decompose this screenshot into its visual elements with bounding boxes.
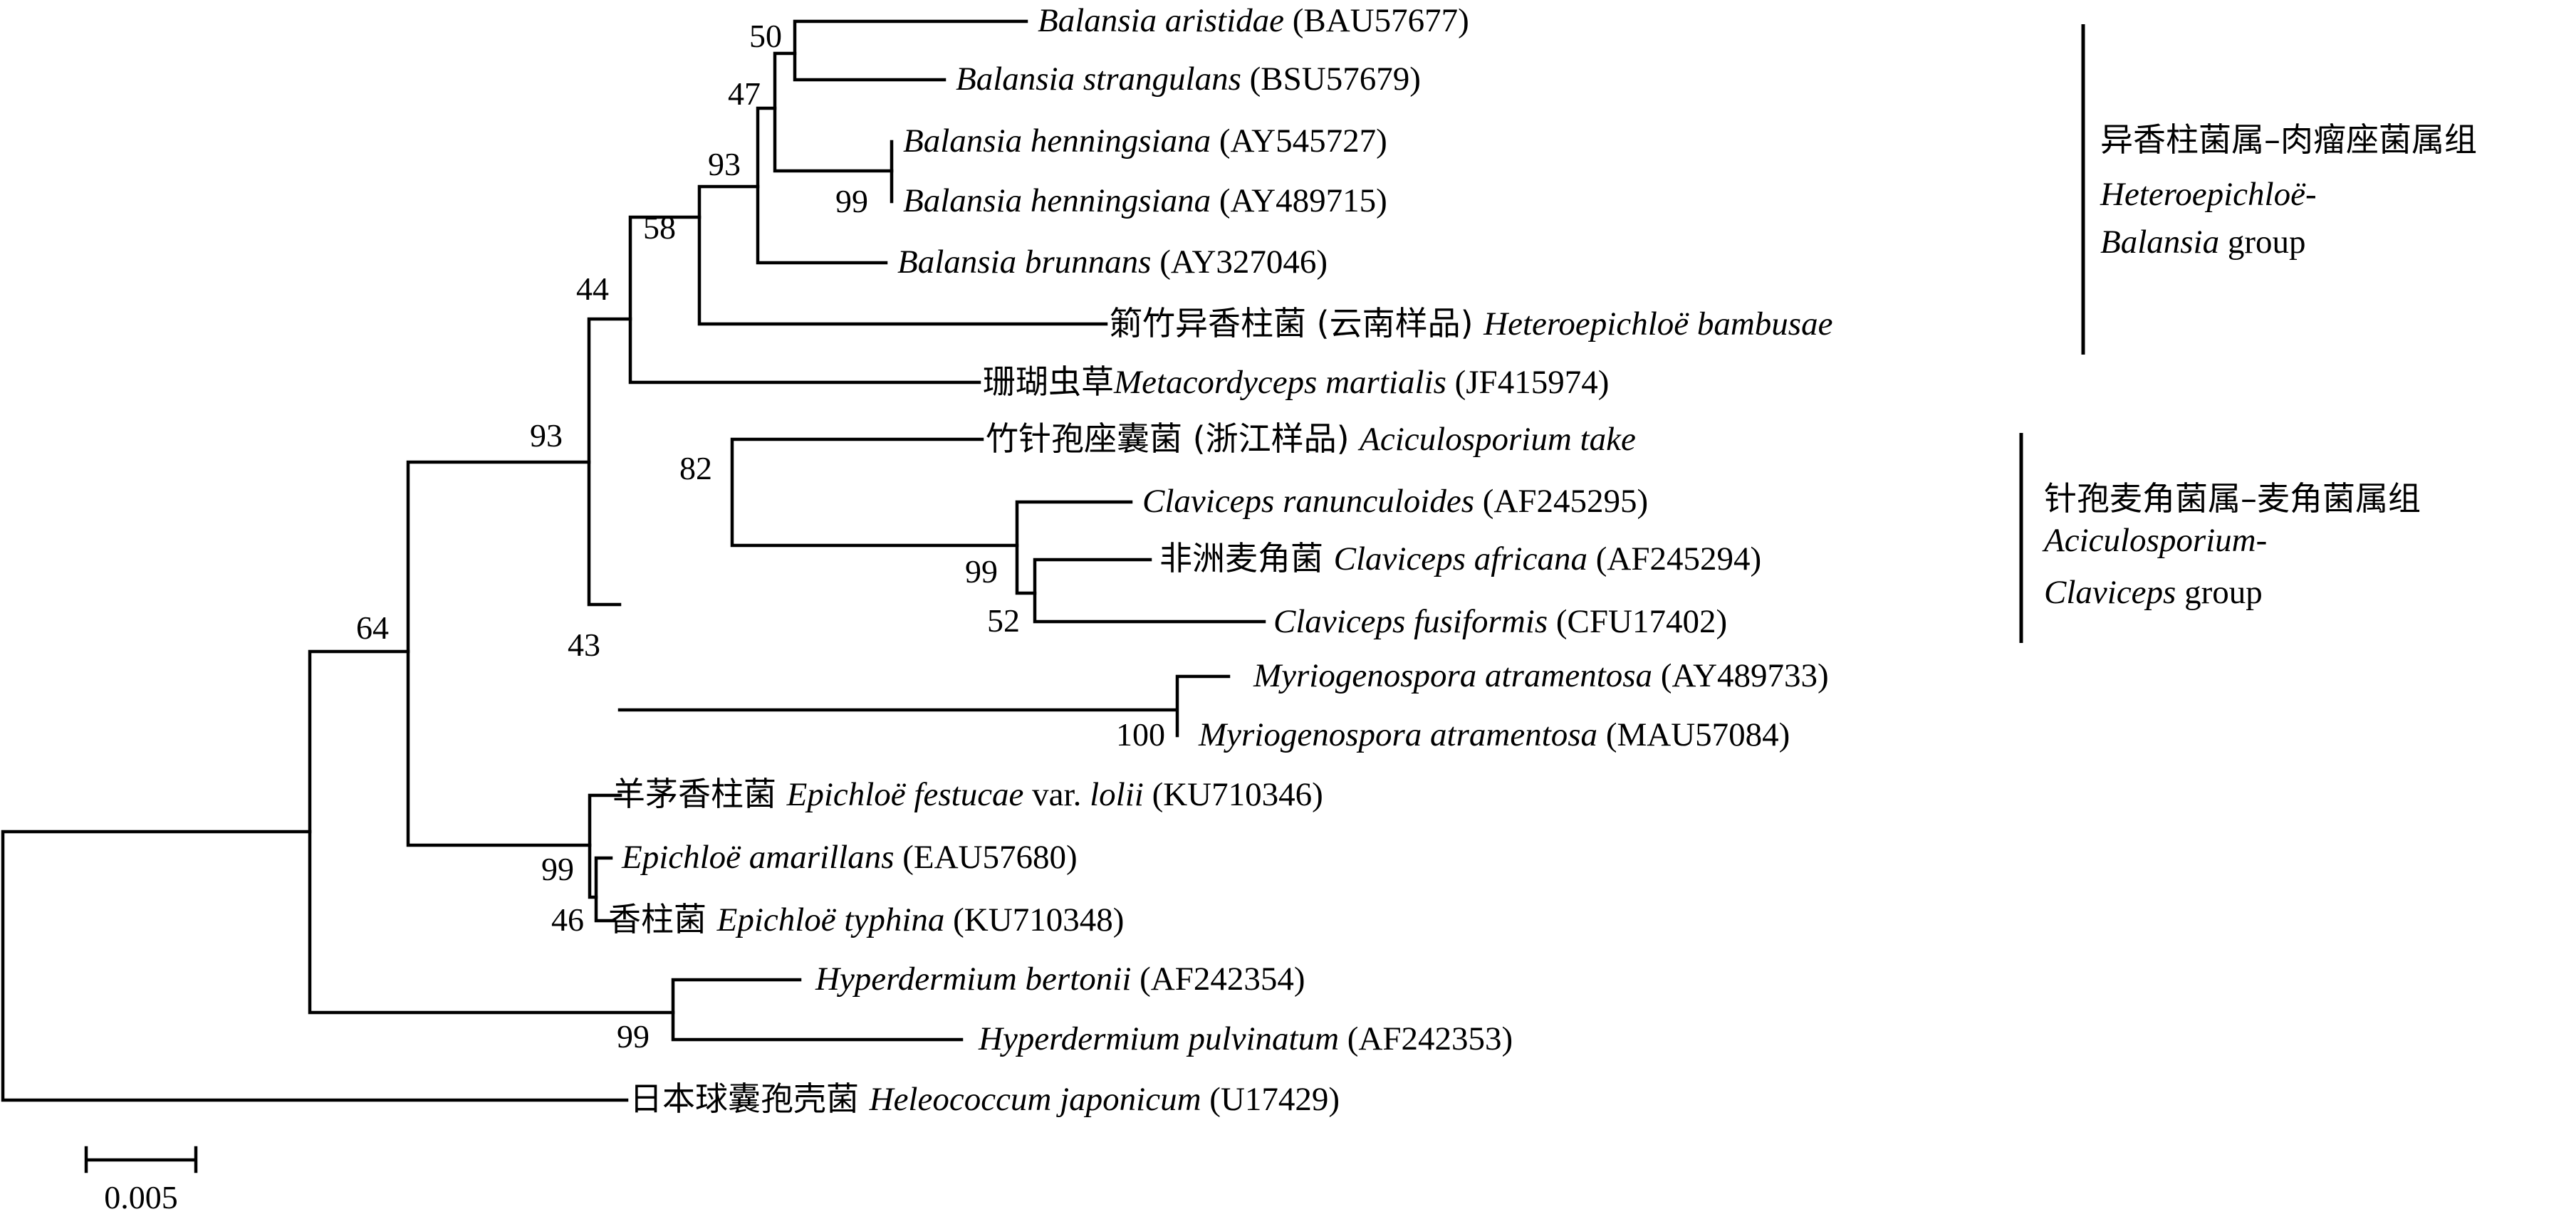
bootstrap-value: 50 — [749, 18, 782, 54]
group-label-cn: 针孢麦角菌属–麦角菌属组 — [2044, 479, 2421, 518]
branch-root — [1, 830, 629, 1102]
branch-node-99-hyperdermium — [671, 978, 964, 1042]
taxon-label: 珊瑚虫草Metacordyceps martialis (JF415974) — [983, 362, 1609, 401]
branch-node-43 — [587, 317, 632, 607]
bootstrap-value: 93 — [708, 146, 741, 182]
taxon-label: Epichloë amarillans (EAU57680) — [621, 839, 1078, 876]
taxon-label: 羊茅香柱菌 Epichloë festucae var. lolii (KU71… — [612, 775, 1323, 813]
scale-bar: 0.005 — [84, 1146, 198, 1215]
taxon-label: Balansia strangulans (BSU57679) — [956, 61, 1421, 98]
group-label-sci: Balansia group — [2100, 224, 2306, 261]
group-label-sci: Heteroepichloë- — [2100, 176, 2317, 213]
branch-node-93-inner — [756, 106, 888, 265]
bootstrap-value: 99 — [541, 851, 574, 887]
taxon-label: Myriogenospora atramentosa (AY489733) — [1253, 657, 1829, 694]
group-label-cn: 异香柱菌属–肉瘤座菌属组 — [2100, 120, 2477, 159]
bootstrap-value: 52 — [987, 602, 1020, 639]
taxon-label: Claviceps ranunculoides (AF245295) — [1142, 483, 1648, 520]
bootstrap-value: 64 — [356, 610, 389, 646]
taxon-label: Balansia brunnans (AY327046) — [897, 244, 1328, 281]
branch-node-52 — [1033, 558, 1266, 624]
bootstrap-value: 99 — [835, 183, 868, 219]
taxon-label: Claviceps fusiformis (CFU17402) — [1273, 603, 1727, 640]
branch-node-50 — [793, 19, 1028, 82]
bootstrap-value: 58 — [643, 209, 676, 246]
taxon-label: 非洲麦角菌 Claviceps africana (AF245294) — [1159, 539, 1761, 577]
taxon-label: Balansia henningsiana (AY545727) — [903, 122, 1387, 159]
bootstrap-value: 46 — [551, 901, 584, 938]
taxon-labels: Balansia aristidae (BAU57677) Balansia s… — [608, 2, 1832, 1118]
bootstrap-value: 99 — [617, 1018, 650, 1055]
taxon-label: Myriogenospora atramentosa (MAU57084) — [1198, 716, 1790, 753]
group-hetero-balansia: 异香柱菌属–肉瘤座菌属组 Heteroepichloë- Balansia gr… — [2081, 24, 2477, 355]
bootstrap-value: 93 — [530, 417, 563, 454]
taxon-label: Balansia henningsiana (AY489715) — [903, 182, 1387, 219]
bootstrap-values: 50 47 93 99 58 44 93 82 99 52 43 100 64 … — [356, 18, 1165, 1055]
branch-node-82 — [730, 437, 1019, 548]
bootstrap-value: 47 — [728, 75, 761, 112]
branch-node-99-claviceps — [1015, 500, 1133, 595]
branch-node-100 — [617, 674, 1231, 738]
taxon-label: 竹针孢座囊菌 (浙江样品) Aciculosporium take — [986, 419, 1636, 458]
taxon-label: 箣竹异香柱菌 (云南样品) Heteroepichloë bambusae — [1110, 304, 1832, 342]
scale-bar-line — [84, 1146, 198, 1173]
scale-bar-label: 0.005 — [104, 1179, 178, 1215]
bootstrap-value: 44 — [576, 271, 609, 307]
bootstrap-value: 43 — [568, 627, 600, 663]
taxon-label: 日本球囊孢壳菌 Heleococcum japonicum (U17429) — [630, 1079, 1340, 1118]
bootstrap-value: 100 — [1116, 716, 1165, 753]
group-label-sci: Claviceps group — [2044, 574, 2263, 611]
group-aciculosporium-claviceps: 针孢麦角菌属–麦角菌属组 Aciculosporium- Claviceps g… — [2019, 433, 2421, 643]
branch-node-44 — [628, 215, 981, 385]
bootstrap-value: 99 — [965, 553, 998, 590]
bootstrap-value: 82 — [679, 450, 712, 486]
taxon-label: 香柱菌 Epichloë typhina (KU710348) — [608, 900, 1124, 938]
taxon-label: Hyperdermium bertonii (AF242354) — [815, 961, 1305, 998]
branch-node-64 — [308, 649, 675, 1015]
branch-node-46 — [594, 856, 617, 923]
taxon-label: Hyperdermium pulvinatum (AF242353) — [978, 1020, 1513, 1057]
branch-node-93-outer — [406, 460, 592, 847]
taxon-label: Balansia aristidae (BAU57677) — [1038, 2, 1469, 39]
group-label-sci: Aciculosporium- — [2042, 522, 2267, 559]
tree-branches — [1, 19, 1266, 1102]
branch-node-47 — [773, 51, 894, 173]
branch-node-58 — [697, 184, 1108, 326]
